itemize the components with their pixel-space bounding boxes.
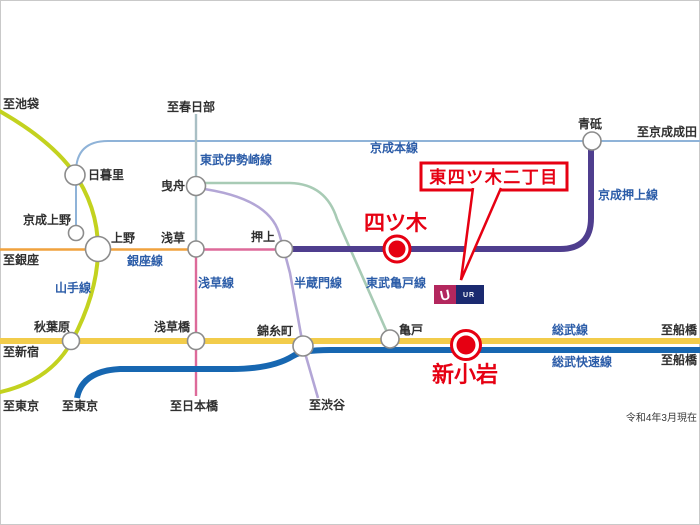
station-akihabara xyxy=(61,331,81,351)
endpoint-nihombashi: 至日本橋 xyxy=(170,398,219,413)
line-label-asakusa: 浅草線 xyxy=(198,275,234,290)
yotsugi-marker xyxy=(382,234,412,264)
endpoint-ginza: 至銀座 xyxy=(3,252,39,267)
station-kameido xyxy=(380,329,400,349)
line-label-ginza: 銀座線 xyxy=(126,253,163,268)
station-label-kameido: 亀戸 xyxy=(399,322,423,337)
station-hikifune xyxy=(185,175,207,197)
yotsugi-marker-core xyxy=(388,240,406,258)
station-label-kinshicho: 錦糸町 xyxy=(256,323,293,338)
station-label-akihabara: 秋葉原 xyxy=(34,319,70,334)
station-label-ueno: 上野 xyxy=(111,230,135,245)
line-label-sobu-local: 総武線 xyxy=(552,322,588,337)
line-label-tobu-kameido: 東武亀戸線 xyxy=(366,275,426,290)
station-label-hikifune: 曳舟 xyxy=(161,178,185,193)
endpoint-tokyo-yamanote: 至東京 xyxy=(3,398,39,413)
endpoint-tokyo-rapid: 至東京 xyxy=(62,398,98,413)
endpoint-funabashi-local: 至船橋 xyxy=(661,322,698,337)
endpoint-funabashi-rapid: 至船橋 xyxy=(661,352,698,367)
tobu-kameido-line-path xyxy=(198,181,392,340)
line-label-sobu-rapid: 総武快速線 xyxy=(552,354,612,369)
line-label-tobu-isesaki: 東武伊勢崎線 xyxy=(200,152,272,167)
endpoint-ikebukuro: 至池袋 xyxy=(3,96,40,111)
callout-label: 東四ツ木二丁目 xyxy=(429,167,559,187)
station-label-keisei-ueno: 京成上野 xyxy=(23,212,71,227)
hanzomon-line-path xyxy=(196,186,320,399)
station-oshiage xyxy=(274,239,294,259)
station-asakusabashi xyxy=(186,331,206,351)
asakusa-line-path xyxy=(194,248,284,396)
station-label-asakusa: 浅草 xyxy=(161,230,185,245)
shinkoiwa-marker xyxy=(450,329,482,361)
shinkoiwa-label: 新小岩 xyxy=(432,362,498,387)
ur-logo-u-glyph: U xyxy=(438,286,451,304)
endpoint-kasukabe: 至春日部 xyxy=(167,99,215,114)
line-label-hanzomon: 半蔵門線 xyxy=(294,275,342,290)
line-label-keisei-main: 京成本線 xyxy=(370,140,418,155)
station-keisei-ueno xyxy=(67,224,85,242)
line-label-yamanote: 山手線 xyxy=(55,280,91,295)
endpoint-shinjuku: 至新宿 xyxy=(3,344,39,359)
station-aoto xyxy=(582,131,602,151)
callout: 東四ツ木二丁目 xyxy=(419,161,569,281)
ur-logo-crimson-block xyxy=(434,285,456,304)
date-note: 令和4年3月現在 xyxy=(626,411,697,424)
endpoint-keisei-narita: 至京成成田 xyxy=(637,124,697,139)
endpoint-shibuya: 至渋谷 xyxy=(309,397,346,412)
ur-logo-navy-block xyxy=(456,285,484,304)
station-label-oshiage: 押上 xyxy=(251,229,275,244)
keisei-oshiage-line-path xyxy=(284,148,594,252)
line-label-keisei-oshiage: 京成押上線 xyxy=(598,187,658,202)
station-label-aoto: 青砥 xyxy=(578,116,602,131)
callout-pointer xyxy=(459,187,503,281)
station-nippori xyxy=(64,164,86,186)
ur-logo-ur-text: UR xyxy=(463,292,475,299)
station-asakusa xyxy=(187,240,205,258)
shinkoiwa-marker-core xyxy=(456,335,476,355)
station-ueno xyxy=(84,235,112,263)
yotsugi-label: 四ツ木 xyxy=(364,212,428,235)
station-kinshicho xyxy=(292,335,314,357)
station-label-asakusabashi: 浅草橋 xyxy=(154,319,191,334)
ur-logo: U UR xyxy=(434,285,484,304)
station-label-nippori: 日暮里 xyxy=(88,167,124,182)
